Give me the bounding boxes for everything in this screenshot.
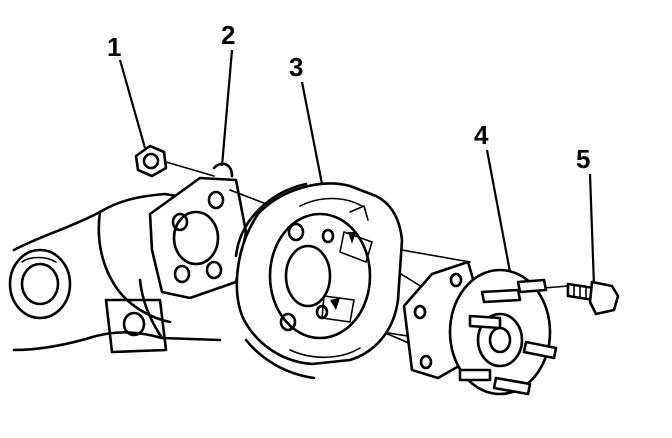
callout-label-4: 4 (474, 120, 489, 150)
callout-5: 5 (576, 144, 596, 287)
callout-label-3: 3 (289, 52, 303, 82)
callout-label-5: 5 (576, 144, 590, 174)
callout-1: 1 (107, 32, 147, 149)
callout-label-2: 2 (221, 20, 235, 50)
leader-line-4 (485, 149, 512, 273)
nut (134, 144, 215, 178)
callout-2: 2 (220, 20, 235, 167)
leader-line-1 (118, 59, 147, 149)
axle-beam (8, 192, 222, 354)
knuckle-bracket (148, 162, 248, 300)
callout-3: 3 (289, 52, 324, 185)
leader-line-2 (220, 49, 234, 167)
leader-line-5 (588, 173, 596, 287)
hub-bearing (402, 260, 558, 396)
bolt (566, 280, 620, 316)
wheel-studs (458, 278, 558, 396)
nut-axis-line (165, 161, 215, 177)
leader-line-3 (300, 81, 324, 185)
backing-plate (234, 182, 404, 380)
callout-4: 4 (474, 120, 512, 273)
callout-label-1: 1 (107, 32, 121, 62)
